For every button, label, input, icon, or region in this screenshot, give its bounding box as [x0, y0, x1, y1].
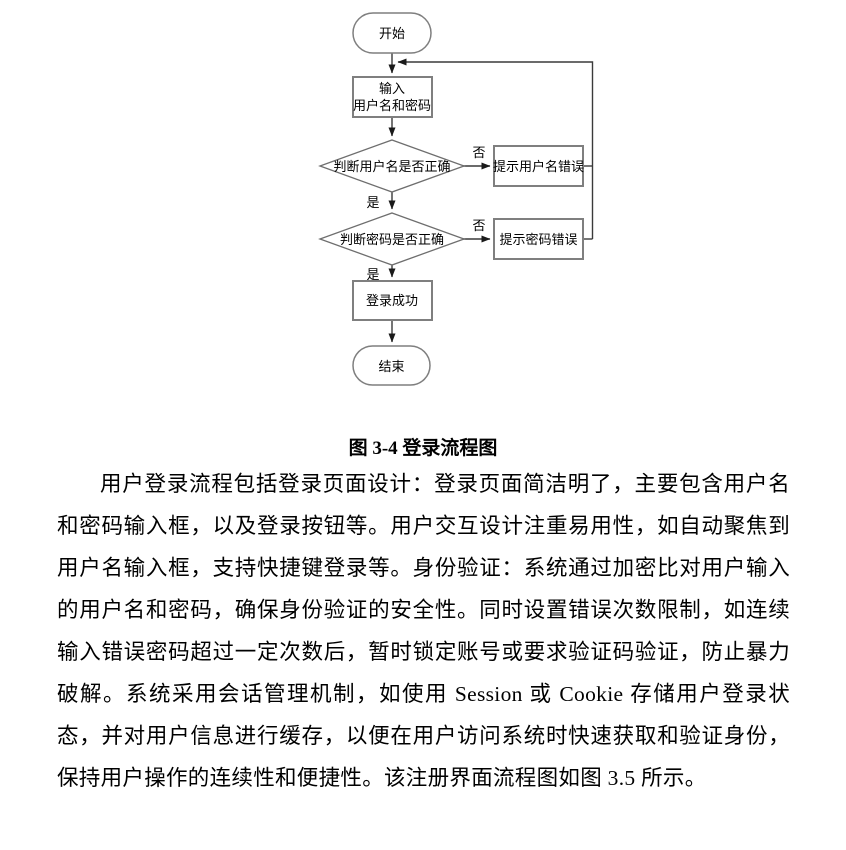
start-node-label: 开始	[379, 26, 405, 41]
no-label-password: 否	[472, 218, 485, 233]
username-error-shape	[493, 145, 584, 187]
login-flowchart: 否 是 否 是 开始 输入 用户名和密码 判断用户名是否正确 提示用户名错误 判…	[0, 0, 846, 412]
body-paragraph: 用户登录流程包括登录页面设计：登录页面简洁明了，主要包含用户名和密码输入框，以及…	[57, 472, 790, 790]
login-success-shape	[352, 280, 433, 321]
input-credentials-label-line1: 输入	[379, 81, 405, 96]
edge-retry-feedback-loop	[397, 58, 594, 239]
password-error-node: 提示密码错误	[493, 218, 584, 260]
check-username-label: 判断用户名是否正确	[333, 159, 450, 174]
end-node: 结束	[352, 345, 431, 386]
no-label-username: 否	[472, 145, 485, 160]
username-error-label: 提示用户名错误	[493, 159, 584, 174]
start-node: 开始	[352, 12, 432, 54]
start-node-shape	[352, 12, 432, 54]
figure-caption: 图 3-4 登录流程图	[348, 438, 498, 459]
input-credentials-node: 输入 用户名和密码	[352, 76, 433, 118]
password-error-shape	[493, 218, 584, 260]
input-credentials-label-line2: 用户名和密码	[353, 98, 431, 113]
username-error-node: 提示用户名错误	[493, 145, 584, 187]
flowchart-canvas: 否 是 否 是 开始 输入 用户名和密码 判断用户名是否正确 提示用户名错误 判…	[318, 12, 594, 386]
password-error-label: 提示密码错误	[499, 232, 577, 247]
input-credentials-shape	[352, 76, 433, 118]
check-password-label: 判断密码是否正确	[340, 232, 444, 247]
check-password-shape	[318, 212, 466, 266]
check-password-diamond: 判断密码是否正确	[318, 212, 466, 266]
yes-label-password: 是	[366, 267, 379, 282]
end-node-shape	[352, 345, 431, 386]
check-username-diamond: 判断用户名是否正确	[318, 139, 466, 193]
check-username-shape	[318, 139, 466, 193]
yes-label-username: 是	[366, 195, 379, 210]
login-success-node: 登录成功	[352, 280, 433, 321]
login-success-label: 登录成功	[366, 293, 418, 308]
end-node-label: 结束	[378, 359, 404, 374]
